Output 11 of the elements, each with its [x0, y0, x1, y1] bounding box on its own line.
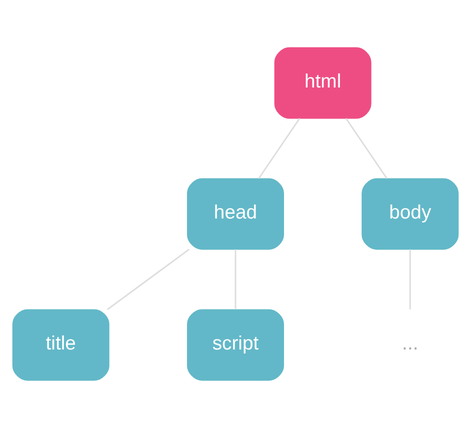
connector — [106, 248, 190, 310]
node-box: html — [274, 47, 372, 119]
connector — [409, 249, 411, 310]
connector — [234, 249, 236, 310]
node-box: body — [362, 178, 459, 250]
node-box: head — [186, 178, 284, 250]
node-text: ... — [402, 332, 418, 355]
connector — [345, 118, 388, 179]
node-box: script — [186, 309, 284, 381]
node-box: title — [12, 309, 110, 381]
connector — [258, 118, 300, 179]
